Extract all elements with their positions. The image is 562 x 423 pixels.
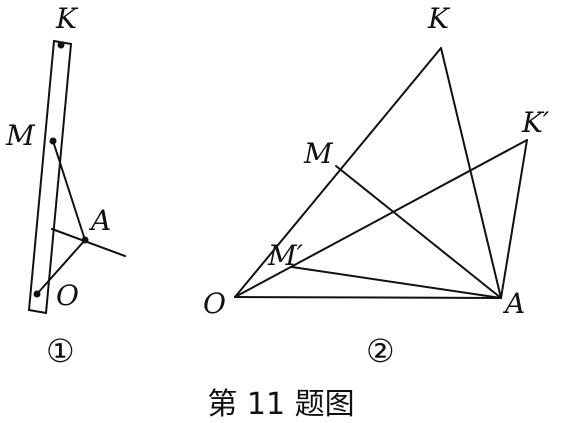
segment-m-prime-a xyxy=(291,266,502,299)
label-k-prime: K′ xyxy=(521,106,550,139)
label-m-prime: M′ xyxy=(267,239,304,272)
label-a: A xyxy=(502,287,525,320)
figure-number-1: ① xyxy=(46,332,75,370)
segment-o-a xyxy=(234,296,502,299)
figure-number-2: ② xyxy=(366,332,395,370)
ruler-strip xyxy=(27,39,73,315)
figure-1: K M A O ① xyxy=(5,2,126,370)
figure-caption: 第 11 题图 xyxy=(207,387,354,422)
label-k: K xyxy=(55,2,79,35)
figure-2: K K′ M M′ O A ② xyxy=(203,2,550,370)
segment-k-prime-a xyxy=(500,139,528,299)
segment-m-a xyxy=(52,140,86,241)
segment-k-a xyxy=(440,47,502,299)
ray-through-a xyxy=(51,228,126,257)
point-k-dot xyxy=(57,41,65,49)
label-m: M xyxy=(303,137,334,170)
label-k: K xyxy=(427,2,451,35)
segment-o-k-prime xyxy=(234,139,528,298)
label-o: O xyxy=(56,279,79,312)
label-m: M xyxy=(5,119,36,152)
label-a: A xyxy=(88,204,111,237)
segment-o-k xyxy=(234,47,442,298)
label-o: O xyxy=(203,287,226,320)
segment-m-a xyxy=(335,165,502,299)
segment-o-a xyxy=(36,239,86,295)
